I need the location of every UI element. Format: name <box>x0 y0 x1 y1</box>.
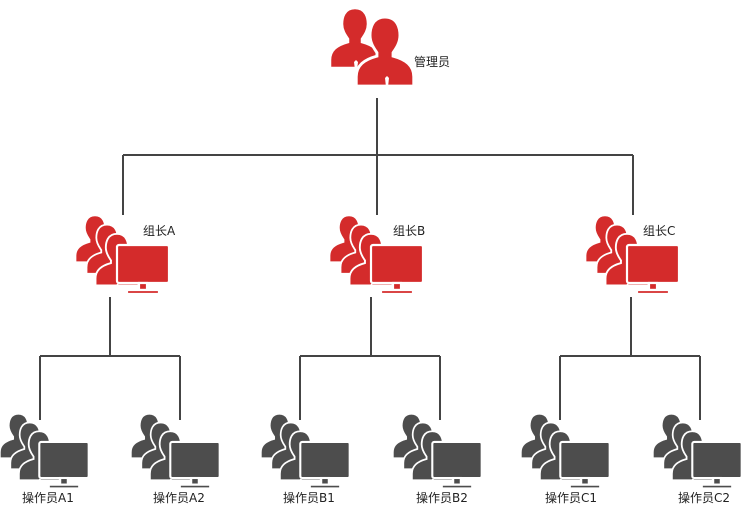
leader-icon-a <box>74 214 171 296</box>
operator-icon-c1 <box>520 412 611 490</box>
leader-icon-b <box>328 214 425 296</box>
connector-group-b-bus <box>299 355 441 420</box>
leader-a-label: 组长A <box>143 224 176 238</box>
admin-icon <box>328 6 416 88</box>
leader-icon-c <box>584 214 681 296</box>
connector-group-c-bus <box>559 355 701 420</box>
operator-c2-label: 操作员C2 <box>678 491 731 505</box>
operator-c1-label: 操作员C1 <box>545 491 598 505</box>
operator-icon-a1 <box>0 412 90 490</box>
operator-icon-b2 <box>392 412 483 490</box>
admin-label: 管理员 <box>414 55 451 69</box>
operators-layer <box>0 412 743 490</box>
operator-b2-label: 操作员B2 <box>416 491 468 505</box>
leader-c-label: 组长C <box>643 224 676 238</box>
operator-a2-label: 操作员A2 <box>153 491 205 505</box>
leader-b-label: 组长B <box>393 224 426 238</box>
operator-icon-c2 <box>652 412 743 490</box>
operator-b1-label: 操作员B1 <box>283 491 335 505</box>
leaders-layer <box>74 214 681 296</box>
connector-group-a-bus <box>39 355 181 420</box>
connectors <box>39 98 701 420</box>
operator-icon-a2 <box>130 412 221 490</box>
operator-icon-b1 <box>260 412 351 490</box>
operator-a1-label: 操作员A1 <box>22 491 74 505</box>
